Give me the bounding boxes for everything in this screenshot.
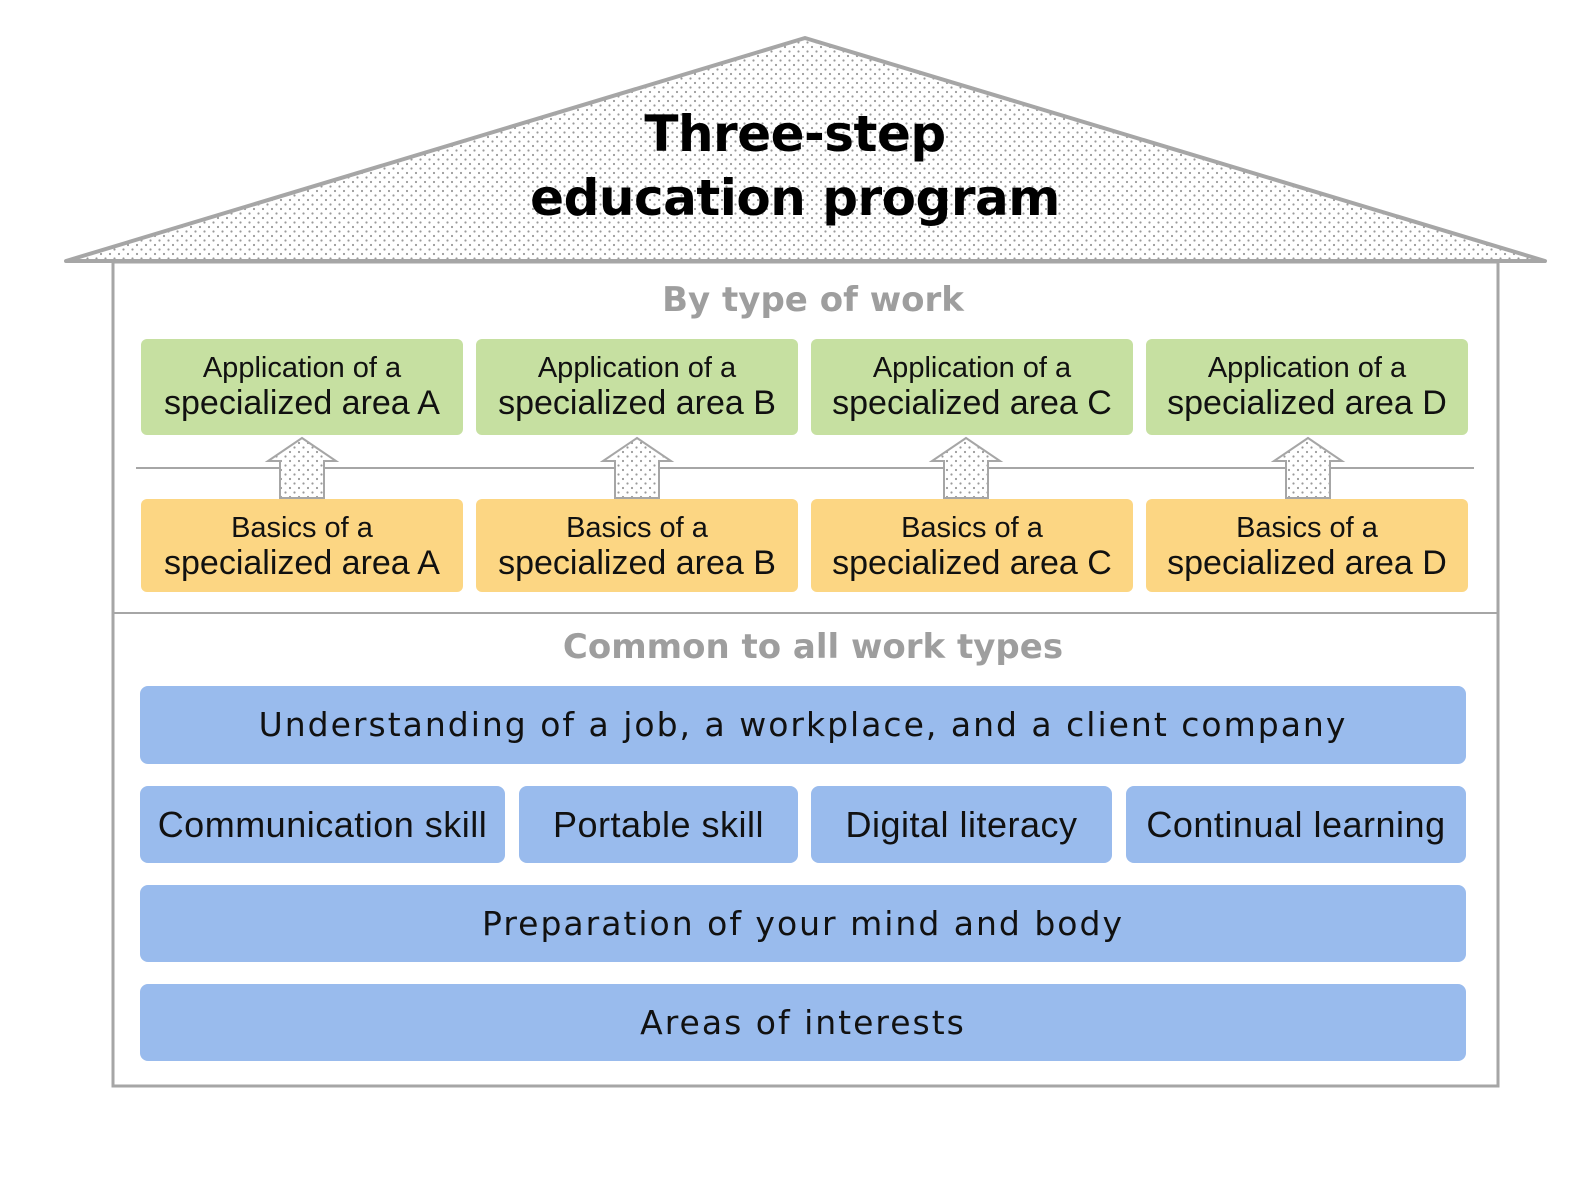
basics-card-b: Basics of a specialized area B — [476, 499, 798, 592]
preparation-block: Preparation of your mind and body — [140, 885, 1466, 962]
diagram-title-line2: education program — [530, 169, 1060, 227]
application-card-line2: specialized area D — [1167, 384, 1447, 422]
basics-card-line1: Basics of a — [1236, 512, 1378, 544]
application-card-d: Application of a specialized area D — [1146, 339, 1468, 435]
skill-portable: Portable skill — [519, 786, 798, 863]
basics-card-line1: Basics of a — [231, 512, 373, 544]
diagram-title-line1: Three-step — [644, 105, 946, 163]
basics-card-a: Basics of a specialized area A — [141, 499, 463, 592]
up-arrow-icon-d — [1270, 436, 1346, 499]
application-card-line2: specialized area B — [498, 384, 776, 422]
application-card-line1: Application of a — [1207, 352, 1407, 384]
basics-card-line2: specialized area D — [1167, 544, 1447, 582]
application-card-c: Application of a specialized area C — [811, 339, 1133, 435]
by-type-label: By type of work — [662, 280, 964, 320]
interests-block: Areas of interests — [140, 984, 1466, 1061]
skill-communication: Communication skill — [140, 786, 505, 863]
skill-continual-learning: Continual learning — [1126, 786, 1466, 863]
application-card-line2: specialized area C — [832, 384, 1112, 422]
application-card-b: Application of a specialized area B — [476, 339, 798, 435]
basics-card-line1: Basics of a — [901, 512, 1043, 544]
up-arrows — [264, 436, 1346, 499]
basics-card-line1: Basics of a — [566, 512, 708, 544]
common-label: Common to all work types — [562, 627, 1064, 667]
application-card-line1: Application of a — [537, 352, 737, 384]
basics-card-d: Basics of a specialized area D — [1146, 499, 1468, 592]
up-arrow-icon-a — [264, 436, 340, 499]
application-card-line1: Application of a — [872, 352, 1072, 384]
up-arrow-icon-b — [599, 436, 675, 499]
basics-card-line2: specialized area B — [498, 544, 776, 582]
application-card-line2: specialized area A — [164, 384, 440, 422]
understanding-block: Understanding of a job, a workplace, and… — [140, 686, 1466, 764]
basics-card-line2: specialized area A — [164, 544, 440, 582]
basics-card-c: Basics of a specialized area C — [811, 499, 1133, 592]
skill-digital-literacy: Digital literacy — [811, 786, 1112, 863]
house-body — [111, 260, 1500, 1088]
basics-card-line2: specialized area C — [832, 544, 1112, 582]
up-arrow-icon-c — [928, 436, 1004, 499]
application-card-a: Application of a specialized area A — [141, 339, 463, 435]
application-card-line1: Application of a — [202, 352, 402, 384]
